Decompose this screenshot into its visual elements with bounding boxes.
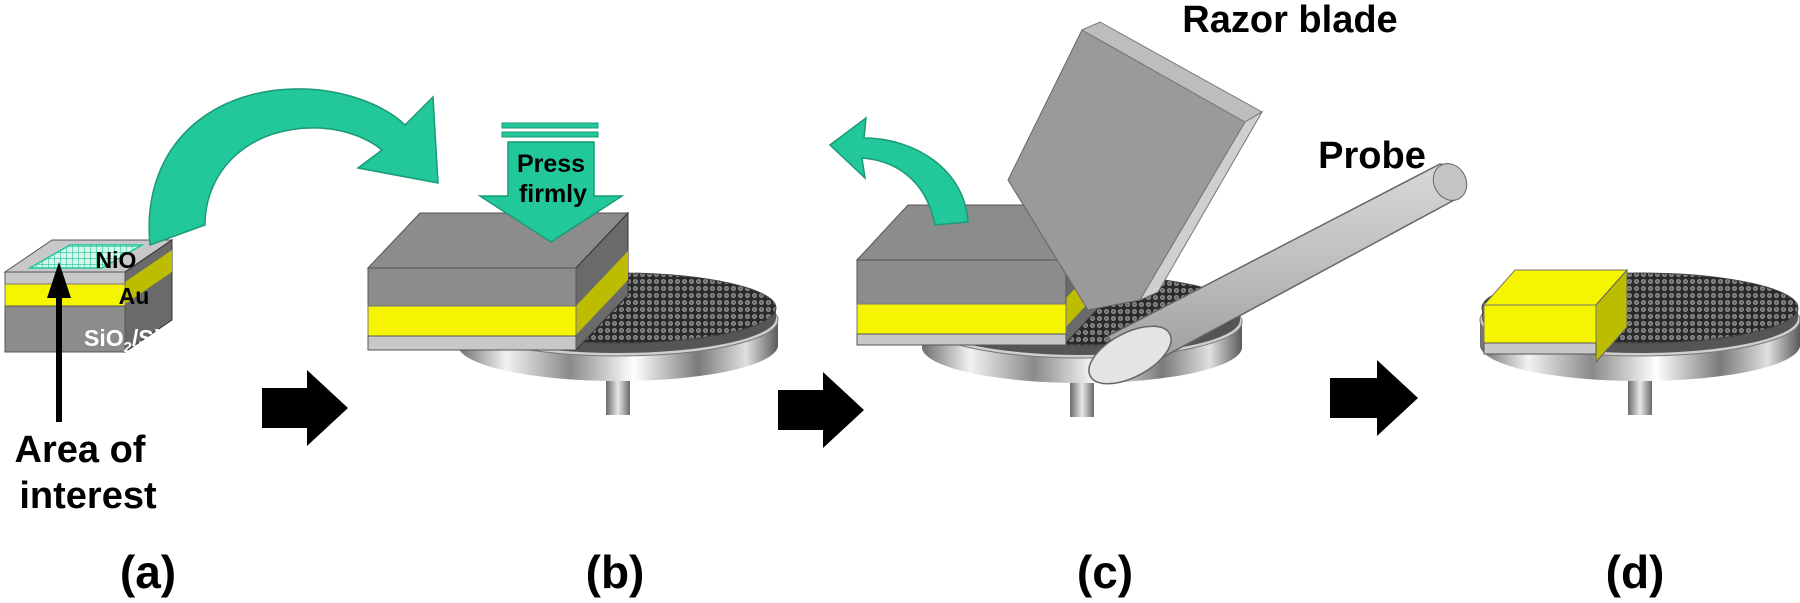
panel-label-d: (d)	[1606, 546, 1665, 598]
panel-b: Press firmly	[366, 122, 779, 416]
area-of-interest-label-line1: Area of	[15, 429, 146, 471]
panel-d	[1479, 268, 1800, 416]
press-label-line1: Press	[517, 150, 585, 178]
sio2-label: SiO2/Si	[84, 325, 160, 356]
process-arrow-3	[1330, 360, 1418, 436]
panel-c: Razor blade Probe	[828, 0, 1468, 418]
process-arrow-1	[262, 370, 348, 446]
panel-a-sample: NiO Au SiO2/Si Area of interest	[3, 239, 174, 517]
area-of-interest-label-line2: interest	[19, 475, 157, 517]
panel-label-a: (a)	[120, 546, 176, 598]
area-pointer-arrow	[47, 262, 71, 422]
peel-arrow	[828, 116, 969, 226]
razor-blade	[1007, 21, 1264, 311]
press-arrow	[477, 122, 625, 243]
au-label: Au	[119, 283, 150, 309]
process-arrow-2	[778, 372, 864, 448]
area-of-interest-grid	[27, 244, 145, 269]
flip-arrow	[148, 88, 439, 247]
nio-label: NiO	[96, 247, 137, 273]
press-label-line2: firmly	[519, 180, 587, 208]
layer-substrate	[4, 305, 126, 353]
panel-label-c: (c)	[1077, 546, 1133, 598]
probe-label: Probe	[1318, 135, 1426, 177]
probe	[1088, 163, 1468, 385]
panel-label-b: (b)	[586, 546, 645, 598]
razor-blade-label: Razor blade	[1182, 0, 1397, 41]
